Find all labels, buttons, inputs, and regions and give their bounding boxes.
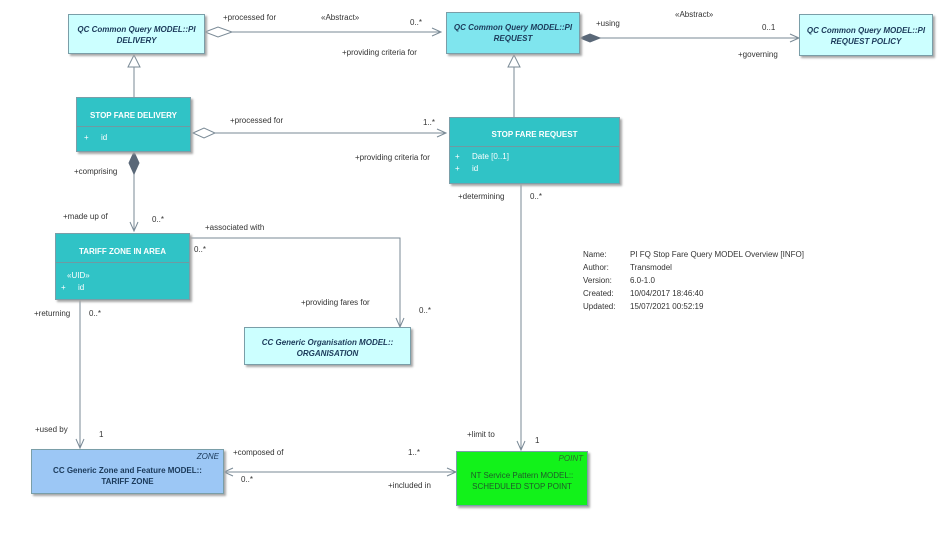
attr-visibility: +	[455, 152, 460, 161]
arrowhead	[431, 27, 443, 37]
role-label: +determining	[458, 192, 505, 201]
attr-visibility: +	[61, 283, 66, 292]
arrowhead	[75, 438, 85, 450]
stereotype-label: «Abstract»	[675, 10, 714, 19]
role-label: +limit to	[467, 430, 495, 439]
class-name-line1: QC Common Query MODEL::PI	[453, 23, 573, 32]
class-name-line2: TARIFF ZONE	[101, 477, 154, 486]
stereotype: ZONE	[196, 452, 219, 461]
role-label: +using	[596, 19, 620, 28]
info-name-label: Name:	[583, 250, 607, 259]
multiplicity-label: 0..*	[152, 215, 165, 224]
attr-name: id	[472, 164, 479, 173]
attribute-divider	[77, 126, 190, 127]
role-label: +processed for	[223, 13, 277, 22]
class-tariff-zone[interactable]: ZONE CC Generic Zone and Feature MODEL::…	[31, 449, 224, 494]
arrowhead	[129, 221, 139, 233]
class-stop-fare-delivery[interactable]: STOP FARE DELIVERY + id	[76, 97, 191, 152]
stereotype-label: «Abstract»	[321, 13, 360, 22]
info-version-value: 6.0-1.0	[630, 276, 655, 285]
class-name-line2: DELIVERY	[116, 36, 157, 45]
info-author-label: Author:	[583, 263, 609, 272]
class-name-line2: ORGANISATION	[296, 349, 359, 358]
role-label: +used by	[35, 425, 68, 434]
multiplicity-label: 0..*	[410, 18, 423, 27]
attribute-divider	[450, 146, 619, 147]
aggregation-diamond	[203, 26, 234, 38]
multiplicity-label: 1..*	[408, 448, 421, 457]
attr-visibility: +	[455, 164, 460, 173]
stereotype: POINT	[558, 454, 583, 463]
arrowhead	[516, 440, 526, 452]
class-scheduled-stop-point[interactable]: POINT NT Service Pattern MODEL:: SCHEDUL…	[456, 451, 588, 506]
class-stop-fare-request[interactable]: STOP FARE REQUEST + Date [0..1] + id	[449, 117, 620, 184]
class-organisation[interactable]: CC Generic Organisation MODEL:: ORGANISA…	[244, 327, 411, 365]
class-name-line1: QC Common Query MODEL::PI	[806, 26, 926, 35]
class-tariff-zone-in-area[interactable]: TARIFF ZONE IN AREA «UID» + id	[55, 233, 190, 300]
attr-stereotype: «UID»	[67, 271, 90, 280]
info-created-label: Created:	[583, 289, 614, 298]
info-version-label: Version:	[583, 276, 612, 285]
info-updated-value: 15/07/2021 00:52:19	[630, 302, 704, 311]
info-created-value: 10/04/2017 18:46:40	[630, 289, 704, 298]
composition-diamond	[578, 33, 602, 43]
composition-diamond	[128, 150, 140, 176]
info-updated-label: Updated:	[583, 302, 616, 311]
role-label: +governing	[738, 50, 778, 59]
info-author-value: Transmodel	[630, 263, 672, 272]
class-name-line1: CC Generic Zone and Feature MODEL::	[53, 466, 202, 475]
generalization-triangle	[127, 53, 141, 68]
class-name-line2: REQUEST	[493, 34, 533, 43]
arrowhead	[436, 128, 448, 138]
class-pi-request-policy[interactable]: QC Common Query MODEL::PI REQUEST POLICY	[799, 14, 933, 56]
info-name-value: PI FQ Stop Fare Query MODEL Overview [IN…	[630, 250, 804, 259]
role-label: +providing criteria for	[342, 48, 417, 57]
aggregation-diamond	[191, 127, 217, 139]
role-label: +associated with	[205, 223, 265, 232]
multiplicity-label: 0..*	[241, 475, 254, 484]
attr-visibility: +	[84, 133, 89, 142]
class-name-line2: REQUEST POLICY	[830, 37, 902, 46]
class-name-line1: QC Common Query MODEL::PI	[77, 25, 196, 34]
multiplicity-label: 0..*	[530, 192, 543, 201]
multiplicity-label: 0..*	[89, 309, 102, 318]
attr-name: id	[101, 133, 108, 142]
class-name: TARIFF ZONE IN AREA	[78, 247, 167, 256]
role-label: +providing fares for	[301, 298, 370, 307]
class-name: STOP FARE REQUEST	[491, 130, 578, 139]
class-pi-delivery[interactable]: QC Common Query MODEL::PI DELIVERY	[68, 14, 205, 54]
attr-name: Date [0..1]	[472, 152, 509, 161]
class-name: STOP FARE DELIVERY	[90, 111, 177, 120]
connector-tzia-org	[190, 237, 401, 326]
multiplicity-label: 1	[99, 430, 104, 439]
generalization-triangle	[507, 53, 521, 68]
class-name-line2: SCHEDULED STOP POINT	[472, 482, 572, 491]
multiplicity-label: 0..*	[194, 245, 207, 254]
class-name-line1: CC Generic Organisation MODEL::	[261, 338, 394, 347]
arrowhead	[222, 467, 234, 477]
multiplicity-label: 1	[535, 436, 540, 445]
class-pi-request[interactable]: QC Common Query MODEL::PI REQUEST	[446, 12, 580, 54]
attribute-divider	[56, 262, 189, 263]
multiplicity-label: 0..*	[419, 306, 432, 315]
role-label: +included in	[388, 481, 431, 490]
class-name-line1: NT Service Pattern MODEL::	[470, 471, 574, 480]
multiplicity-label: 1..*	[423, 118, 436, 127]
role-label: +composed of	[233, 448, 284, 457]
attr-name: id	[78, 283, 85, 292]
multiplicity-label: 0..1	[762, 23, 776, 32]
role-label: +made up of	[63, 212, 108, 221]
role-label: +comprising	[74, 167, 118, 176]
role-label: +returning	[34, 309, 71, 318]
role-label: +processed for	[230, 116, 284, 125]
role-label: +providing criteria for	[355, 153, 430, 162]
